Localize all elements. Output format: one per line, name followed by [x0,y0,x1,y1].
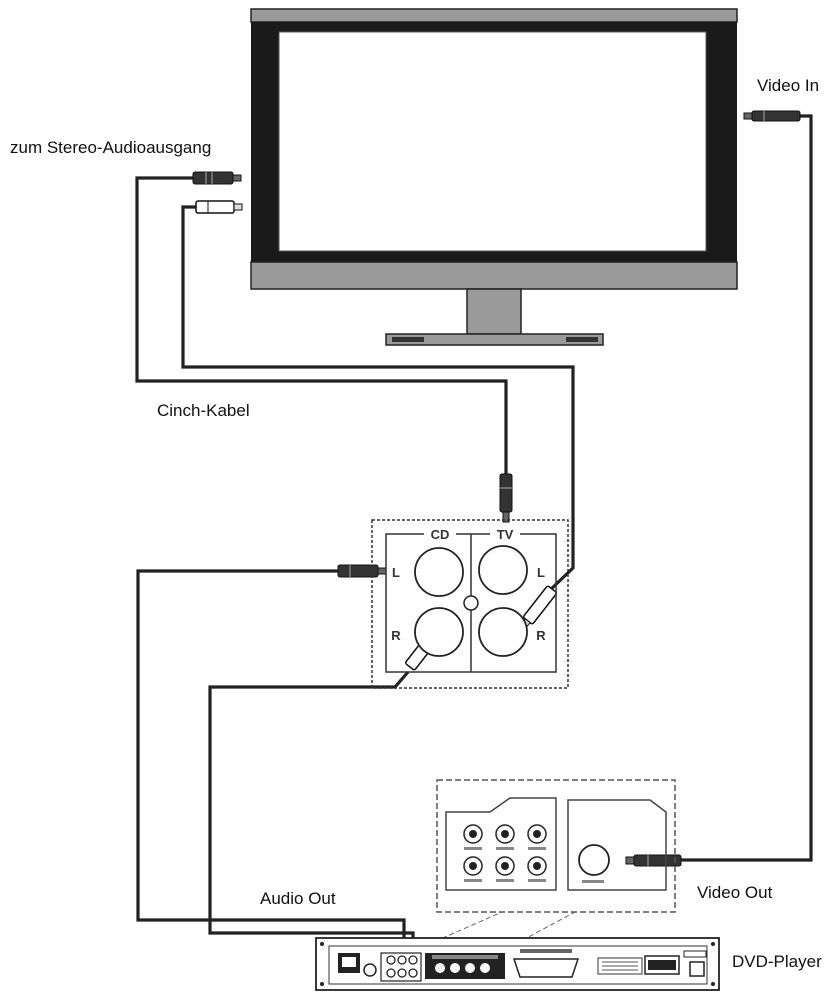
panel-label-cd: CD [431,527,450,542]
jack-tv-left [478,545,528,595]
label-cinch-cable: Cinch-Kabel [157,401,250,420]
dvd-detail-jacks [463,824,547,882]
label-video-in: Video In [757,76,820,95]
tv-bottom-frame [250,261,738,290]
jack-cd-right [414,607,464,657]
jack-tv-right [478,607,528,657]
tv-stand-neck [466,288,522,335]
dvd-player-unit [315,937,720,991]
plug-panel-cd-left [337,564,387,578]
tv-stand-foot-right [566,337,598,342]
cable-audio-out-2 [208,670,415,948]
panel-center-knob [463,595,479,611]
cable-video [681,114,813,862]
plug-video-out [625,854,682,867]
plug-video-in [743,110,801,122]
audio-input-panel: CD TV L R L R [371,519,569,689]
panel-label-tv: TV [497,527,514,542]
dvd-detail-video-jack [578,844,610,876]
jack-cd-left [414,547,464,597]
panel-label-tv-right: R [536,628,546,643]
plug-tv-audio-black [192,171,242,185]
label-stereo-audio-out: zum Stereo-Audioausgang [10,138,212,157]
tv-stand-base [385,333,604,346]
tv-screen [278,31,707,252]
plug-panel-tv-top [499,473,513,523]
tv-monitor [250,8,738,346]
label-video-out: Video Out [697,883,773,902]
panel-label-tv-left: L [537,565,545,580]
panel-label-cd-right: R [391,628,401,643]
label-audio-out: Audio Out [260,889,336,908]
label-dvd-player: DVD-Player [732,952,822,971]
cable-tv-audio-white [181,205,575,594]
plug-tv-audio-white [195,200,243,214]
cable-tv-audio-black [135,176,508,474]
tv-top-frame [250,8,738,23]
cables [135,114,813,948]
panel-label-cd-left: L [392,565,400,580]
cable-audio-out-1 [136,569,406,948]
tv-stand-foot-left [392,337,424,342]
